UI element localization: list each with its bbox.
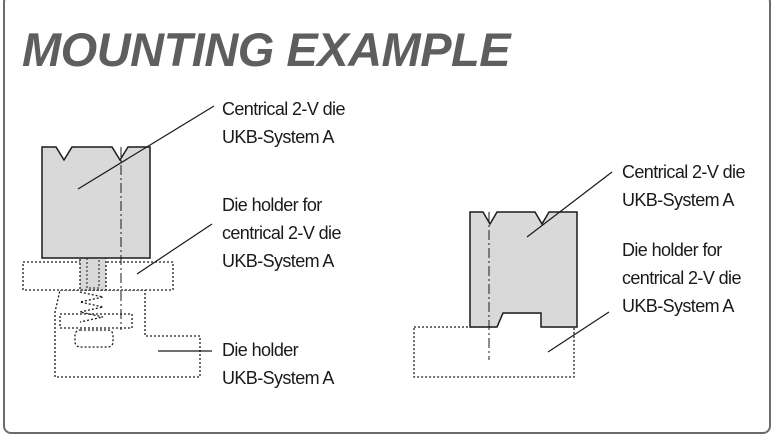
right-label-die-line1: Centrical 2-V die [622, 162, 745, 182]
left-label-die-holder: Die holder UKB-System A [222, 336, 334, 392]
left-label-die-line2: UKB-System A [222, 127, 334, 147]
mounting-diagram [22, 105, 613, 378]
page-title: MOUNTING EXAMPLE [22, 23, 511, 76]
left-label-centrical-holder-line1: Die holder for [222, 195, 322, 215]
right-leader-centrical-holder [547, 311, 610, 353]
right-label-centrical-holder-line2: centrical 2-V die [622, 268, 741, 288]
left-label-die-holder-line1: Die holder [222, 340, 299, 360]
right-label-centrical-holder-line1: Die holder for [622, 240, 722, 260]
left-label-centrical-holder-line2: centrical 2-V die [222, 223, 341, 243]
left-die-holder-bolt [74, 329, 114, 348]
right-assembly [413, 171, 613, 378]
left-leader-centrical-holder [136, 223, 213, 275]
diagram-panel: MOUNTING EXAMPLE [3, 0, 771, 434]
left-spring [79, 291, 104, 323]
right-label-centrical-holder: Die holder for centrical 2-V die UKB-Sys… [622, 236, 741, 320]
left-label-centrical-holder: Die holder for centrical 2-V die UKB-Sys… [222, 191, 341, 275]
right-label-centrical-holder-line3: UKB-System A [622, 296, 734, 316]
right-leader-die [526, 171, 613, 238]
left-label-die: Centrical 2-V die UKB-System A [222, 95, 345, 151]
left-die [41, 146, 151, 259]
left-assembly [22, 105, 215, 378]
left-label-die-holder-line2: UKB-System A [222, 368, 334, 388]
left-leader-die [77, 105, 215, 190]
left-label-centrical-holder-line3: UKB-System A [222, 251, 334, 271]
left-die-holder-clamp [59, 313, 133, 329]
left-label-die-line1: Centrical 2-V die [222, 99, 345, 119]
right-die [469, 211, 578, 328]
right-label-die: Centrical 2-V die UKB-System A [622, 158, 745, 214]
right-label-die-line2: UKB-System A [622, 190, 734, 210]
left-die-holder-body [54, 289, 201, 378]
